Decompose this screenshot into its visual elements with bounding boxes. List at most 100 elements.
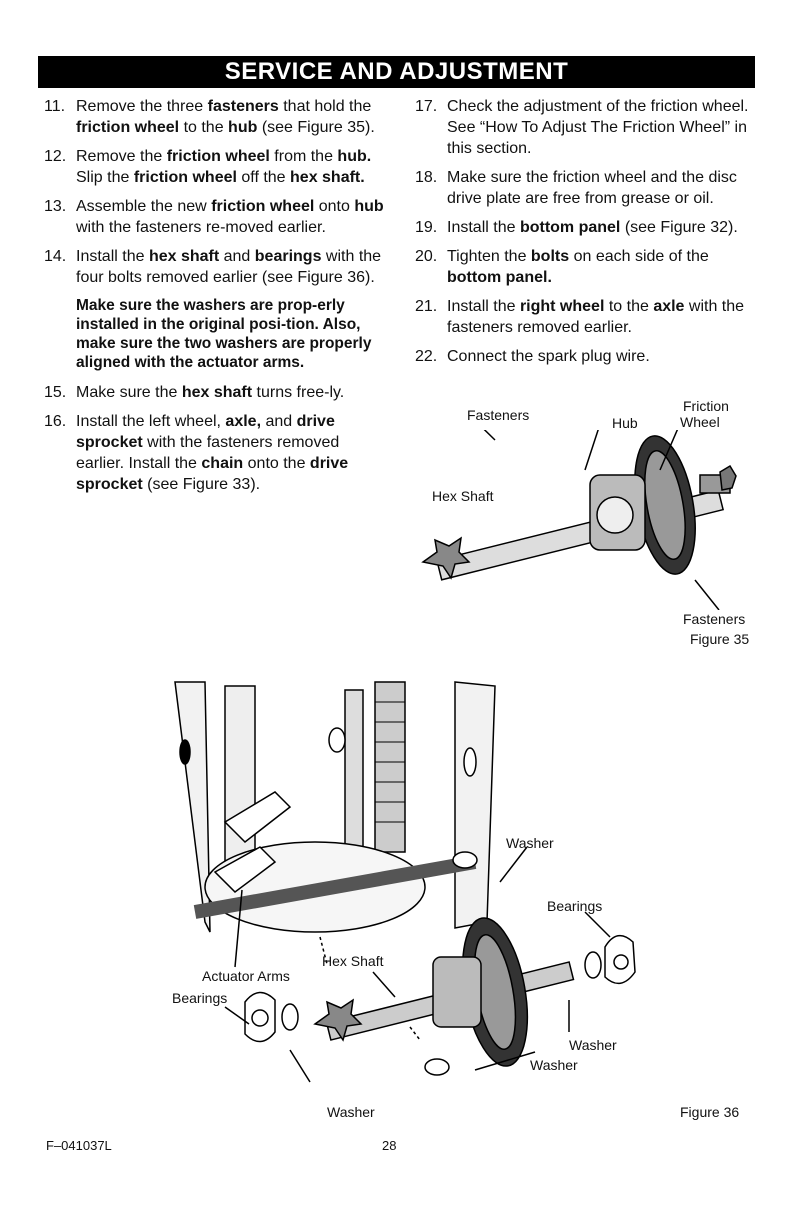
- document-code: F–041037L: [46, 1138, 112, 1153]
- step-keyword: friction wheel: [76, 119, 180, 136]
- step-text: Remove the friction wheel from the hub. …: [76, 146, 389, 188]
- step-number: 19.: [415, 219, 438, 236]
- washer-warning: Make sure the washers are prop-erly inst…: [76, 297, 372, 371]
- step-keyword: bearings: [254, 248, 322, 265]
- step-keyword: hex shaft: [181, 384, 253, 401]
- step-text-run: that hold the: [278, 98, 372, 115]
- step-item: 18. Make sure the friction wheel and the …: [415, 167, 760, 209]
- step-number: 22.: [415, 348, 438, 365]
- step-text: Connect the spark plug wire.: [447, 346, 760, 367]
- step-number: 18.: [415, 169, 438, 186]
- step-text-run: Tighten the: [447, 248, 531, 265]
- step-number: 20.: [415, 248, 438, 265]
- figure-35-caption: Figure 35: [690, 631, 750, 647]
- step-text-run: onto: [314, 198, 355, 215]
- step-keyword: chain: [201, 455, 244, 472]
- step-text-run: Remove the three: [76, 98, 208, 115]
- step-text-run: Make sure the friction wheel and the dis…: [447, 169, 737, 207]
- step-text-run: onto the: [243, 455, 310, 472]
- step-keyword: bottom panel: [519, 219, 621, 236]
- step-text: Assemble the new friction wheel onto hub…: [76, 196, 389, 238]
- step-keyword: friction wheel: [133, 169, 237, 186]
- fig36-washer-bottom: Washer: [327, 1104, 375, 1120]
- step-item: 22. Connect the spark plug wire.: [415, 346, 760, 367]
- step-text-run: Slip the: [76, 169, 134, 186]
- step-number: 17.: [415, 98, 438, 115]
- step-text-run: Check the adjustment of the friction whe…: [447, 98, 749, 157]
- step-text: Make sure the hex shaft turns free-ly.: [76, 382, 389, 403]
- step-text-run: Connect the spark plug wire.: [447, 348, 650, 365]
- section-banner: SERVICE AND ADJUSTMENT: [38, 56, 755, 88]
- step-text: Remove the three fasteners that hold the…: [76, 96, 389, 138]
- step-text-run: turns free-ly.: [252, 384, 345, 401]
- step-text-run: Assemble the new: [76, 198, 212, 215]
- step-text-run: with the fasteners removed earlier.: [447, 298, 745, 336]
- step-text: Install the hex shaft and bearings with …: [76, 246, 389, 288]
- right-column: 17. Check the adjustment of the friction …: [415, 96, 760, 375]
- step-keyword: drive sprocket: [76, 413, 335, 451]
- steps-17-22: 17. Check the adjustment of the friction …: [415, 96, 760, 367]
- fig35-hex-shaft: Hex Shaft: [432, 488, 494, 504]
- step-text-run: with the fasteners removed earlier. Inst…: [76, 434, 340, 472]
- step-item: 20. Tighten the bolts on each side of the…: [415, 246, 760, 288]
- step-text-run: to the: [604, 298, 654, 315]
- step-text: Check the adjustment of the friction whe…: [447, 96, 760, 159]
- fig36-bearings-right: Bearings: [547, 898, 603, 914]
- step-text-run: Make sure the: [76, 384, 182, 401]
- step-item: 11. Remove the three fasteners that hold …: [44, 96, 389, 138]
- step-text-run: from the: [269, 148, 338, 165]
- step-keyword: hex shaft: [148, 248, 220, 265]
- step-text: Install the bottom panel (see Figure 32)…: [447, 217, 760, 238]
- fig36-bearings-left: Bearings: [172, 990, 228, 1006]
- step-text-run: Install the: [447, 219, 520, 236]
- step-text-run: and: [219, 248, 255, 265]
- step-keyword: hub: [228, 119, 258, 136]
- step-text-run: on each side of the: [569, 248, 709, 265]
- step-number: 11.: [44, 98, 66, 115]
- step-item: 17. Check the adjustment of the friction …: [415, 96, 760, 159]
- fig36-washer-right: Washer: [569, 1037, 617, 1053]
- step-item: 21. Install the right wheel to the axle w…: [415, 296, 760, 338]
- step-item: 12. Remove the friction wheel from the hu…: [44, 146, 389, 188]
- step-text: Install the left wheel, axle, and drive …: [76, 411, 389, 495]
- step-item: 15. Make sure the hex shaft turns free-ly…: [44, 382, 389, 403]
- step-keyword: drive sprocket: [76, 455, 349, 493]
- step-number: 15.: [44, 384, 67, 401]
- fig36-actuator-arms: Actuator Arms: [202, 968, 290, 984]
- fig36-hex-shaft: Hex Shaft: [322, 953, 384, 969]
- step-keyword: hub.: [337, 148, 372, 165]
- step-item: 19. Install the bottom panel (see Figure …: [415, 217, 760, 238]
- page-number: 28: [382, 1138, 397, 1153]
- step-text-run: (see Figure 32).: [620, 219, 738, 236]
- fig35-fasteners-top: Fasteners: [467, 407, 530, 423]
- step-item: 13.Assemble the new friction wheel onto …: [44, 196, 389, 238]
- step-text-run: with the fasteners re-moved earlier.: [76, 219, 326, 236]
- step-keyword: bolts: [530, 248, 570, 265]
- step-text-run: Remove the: [76, 148, 167, 165]
- step-text-run: off the: [236, 169, 291, 186]
- step-text-run: (see Figure 35).: [257, 119, 375, 136]
- step-text: Install the right wheel to the axle with…: [447, 296, 760, 338]
- step-keyword: right wheel: [519, 298, 605, 315]
- step-text-run: with the four bolts removed earlier (see…: [76, 248, 382, 286]
- fig36-washer-mid: Washer: [530, 1057, 578, 1073]
- step-keyword: friction wheel: [166, 148, 270, 165]
- fig35-wheel: Wheel: [680, 414, 720, 430]
- step-keyword: hub: [354, 198, 384, 215]
- step-keyword: hex shaft.: [290, 169, 365, 186]
- step-text: Make sure the friction wheel and the dis…: [447, 167, 760, 209]
- left-column: 11. Remove the three fasteners that hold …: [44, 96, 389, 503]
- fig35-fasteners-bottom: Fasteners: [683, 611, 746, 627]
- fig35-hub: Hub: [612, 415, 638, 431]
- step-keyword: axle,: [225, 413, 262, 430]
- step-number: 16.: [44, 413, 67, 430]
- figure-36-caption: Figure 36: [680, 1104, 740, 1120]
- step-text: Tighten the bolts on each side of the bo…: [447, 246, 760, 288]
- step-keyword: fasteners: [207, 98, 279, 115]
- step-number: 12.: [44, 148, 67, 165]
- fig36-washer-top: Washer: [506, 835, 554, 851]
- step-keyword: axle: [653, 298, 685, 315]
- step-keyword: friction wheel: [211, 198, 315, 215]
- step-text-run: Install the: [76, 248, 149, 265]
- step-number: 21.: [415, 298, 438, 315]
